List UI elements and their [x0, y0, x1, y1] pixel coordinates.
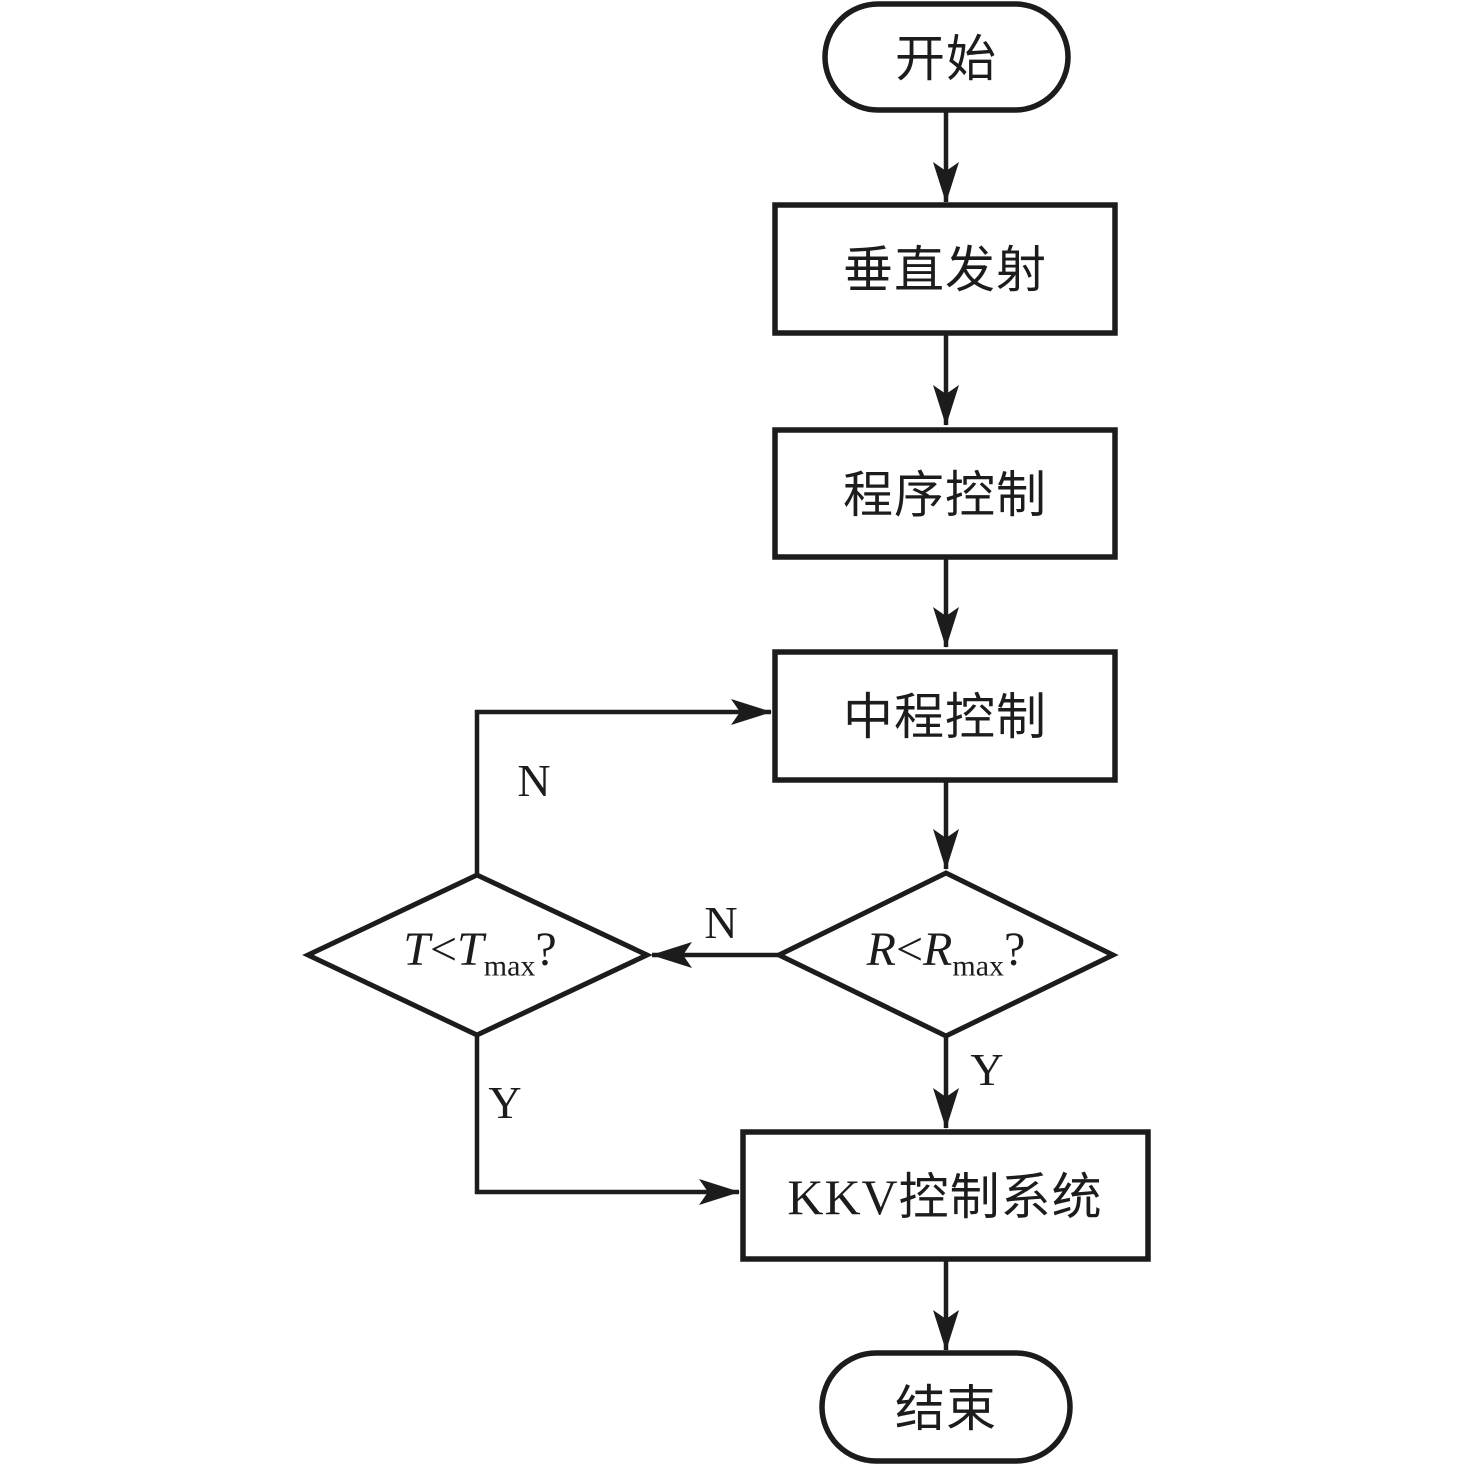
end-terminator-shape — [819, 1350, 1073, 1464]
start-node-label: 开始 — [895, 31, 997, 87]
time-decision-no-label: N — [517, 755, 551, 806]
time-decision-label: T<Tmax? — [403, 923, 557, 982]
time-subscript: max — [483, 949, 536, 983]
edge-time-decision-yes-to-kkv — [474, 1035, 740, 1205]
range-rhs: R — [923, 923, 953, 976]
time-rhs: T — [457, 923, 484, 976]
time-decision-shape — [302, 872, 653, 1038]
range-subscript: max — [952, 949, 1005, 983]
program-control-node-label: 程序控制 — [843, 467, 1047, 523]
midcourse-control-node-label: 中程控制 — [843, 689, 1047, 745]
midcourse-control-process-shape — [772, 649, 1118, 783]
kkv-control-node-label: KKV控制系统 — [787, 1169, 1103, 1225]
start-terminator-shape — [822, 1, 1071, 113]
range-lhs: R — [866, 923, 896, 976]
range-decision-yes-label: Y — [970, 1044, 1004, 1095]
range-decision-no-label: N — [704, 897, 738, 948]
vertical-launch-process-shape — [772, 202, 1118, 336]
range-decision-shape — [773, 870, 1119, 1039]
time-operator: < — [429, 923, 458, 976]
kkv-control-process-shape — [740, 1129, 1151, 1262]
time-decision-yes-label: Y — [488, 1077, 522, 1128]
time-lhs: T — [403, 923, 430, 976]
range-operator: < — [895, 923, 924, 976]
edge-time-decision-no-to-midcourse-control — [474, 699, 772, 875]
range-decision-label: R<Rmax? — [866, 923, 1026, 982]
program-control-process-shape — [772, 427, 1118, 560]
end-node-label: 结束 — [895, 1381, 997, 1437]
vertical-launch-node-label: 垂直发射 — [843, 242, 1047, 298]
time-question-mark: ? — [535, 923, 557, 976]
range-question-mark: ? — [1004, 923, 1026, 976]
